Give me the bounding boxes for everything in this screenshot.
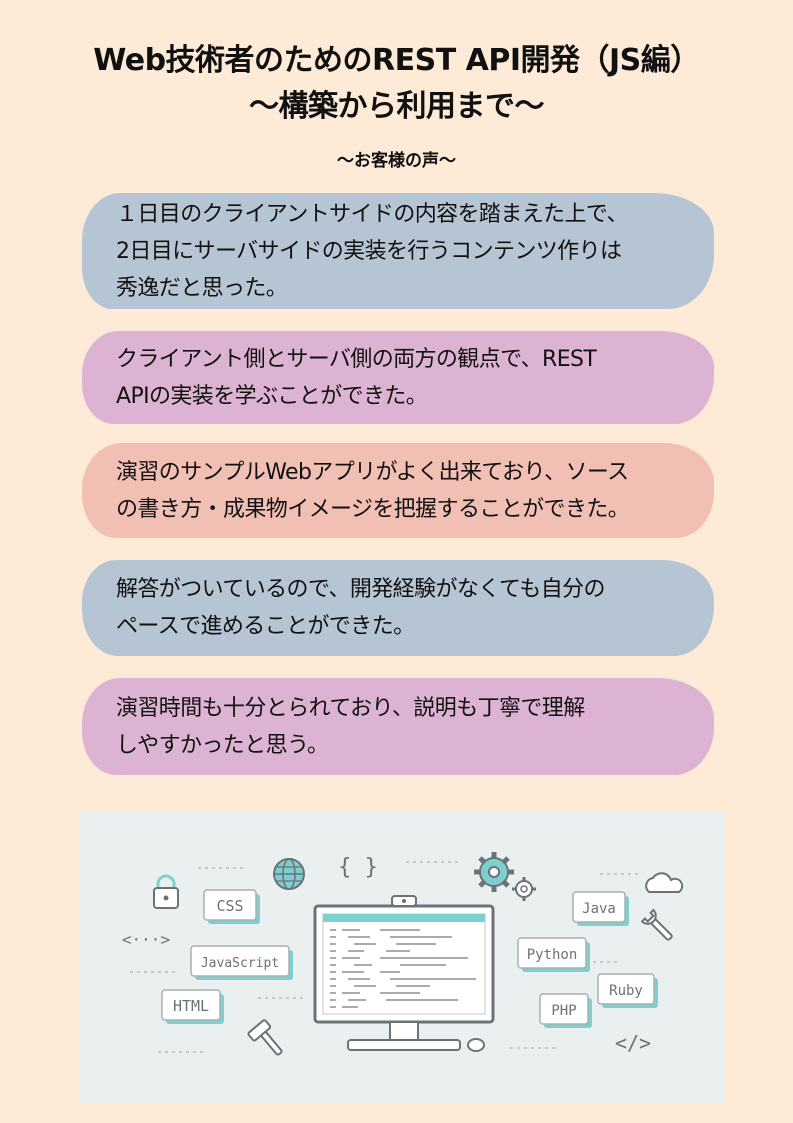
tag-css: CSS: [203, 889, 260, 924]
webcam-icon: [391, 895, 417, 907]
tag-python: Python: [517, 937, 590, 972]
arrows-symbol: <···>: [122, 930, 170, 949]
tag-javascript: JavaScript: [190, 945, 293, 980]
section-subtitle: 〜お客様の声〜: [337, 151, 456, 171]
tag-java-label: Java: [582, 901, 616, 917]
code-lines: [330, 929, 476, 1008]
tag-php: PHP: [539, 993, 592, 1028]
testimonial-line: 秀逸だと思った。: [116, 275, 288, 301]
testimonial-line: クライアント側とサーバ側の両方の観点で、REST: [116, 346, 597, 372]
title-line-1: Web技術者のためのREST API開発（JS編）: [93, 43, 700, 78]
testimonial-bubble: 演習時間も十分とられており、説明も丁寧で理解 しやすかったと思う。: [82, 678, 714, 775]
title-line-2: 〜構築から利用まで〜: [249, 89, 545, 124]
lock-icon: [153, 874, 179, 909]
globe-icon: [273, 858, 305, 890]
cloud-icon: [645, 872, 684, 893]
monitor-icon: [313, 904, 495, 1051]
language-tags: CSS JavaScript HTML Java Python: [161, 889, 658, 1028]
testimonial-line: 解答がついているので、開発経験がなくても自分の: [116, 577, 606, 602]
tag-ruby-label: Ruby: [609, 983, 643, 999]
code-tag-symbol: </>: [615, 1031, 651, 1055]
braces-symbol: { }: [338, 855, 378, 880]
page-title: Web技術者のためのREST API開発（JS編） 〜構築から利用まで〜: [0, 38, 793, 130]
testimonial-line: APIの実装を学ぶことができた。: [116, 383, 428, 409]
hammer-icon: [247, 1019, 283, 1056]
gear-icon: [474, 852, 514, 892]
web-development-illustration: { }: [80, 812, 726, 1104]
tag-java: Java: [572, 891, 629, 926]
testimonial-line: １日目のクライアントサイドの内容を踏まえた上で、: [116, 201, 628, 227]
testimonial-bubble: 演習のサンプルWebアプリがよく出来ており、ソース の書き方・成果物イメージを把…: [82, 443, 714, 538]
tag-css-label: CSS: [216, 897, 243, 915]
wrench-icon: [640, 908, 673, 941]
gear-icon: [512, 877, 536, 901]
tag-python-label: Python: [527, 947, 578, 963]
tag-html: HTML: [161, 989, 224, 1024]
mouse-icon: [467, 1038, 485, 1052]
testimonial-bubble: クライアント側とサーバ側の両方の観点で、REST APIの実装を学ぶことができた…: [82, 331, 714, 424]
tag-ruby: Ruby: [597, 973, 658, 1008]
testimonial-bubble: １日目のクライアントサイドの内容を踏まえた上で、 2日目にサーバサイドの実装を行…: [82, 193, 714, 309]
testimonial-line: 演習のサンプルWebアプリがよく出来ており、ソース: [116, 459, 629, 485]
testimonial-line: しやすかったと思う。: [116, 732, 329, 758]
tag-javascript-label: JavaScript: [201, 956, 279, 971]
testimonial-line: の書き方・成果物イメージを把握することができた。: [116, 496, 630, 522]
tag-html-label: HTML: [173, 997, 209, 1015]
testimonial-line: 演習時間も十分とられており、説明も丁寧で理解: [116, 695, 585, 721]
testimonial-line: 2日目にサーバサイドの実装を行うコンテンツ作りは: [116, 238, 622, 264]
testimonial-bubble: 解答がついているので、開発経験がなくても自分の ペースで進めることができた。: [82, 560, 714, 656]
tag-php-label: PHP: [551, 1003, 576, 1019]
testimonial-line: ペースで進めることができた。: [116, 614, 415, 639]
